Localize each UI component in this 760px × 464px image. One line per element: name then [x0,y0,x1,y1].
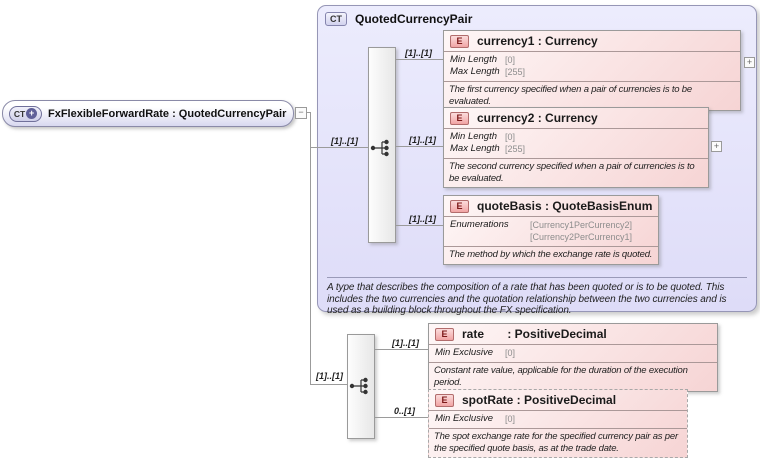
element-facets: Min Length [0] Max Length [255] [444,128,708,158]
complex-type-description: A type that describes the composition of… [327,277,747,317]
complex-type-plus-icon: CT + [9,105,42,122]
complex-type-title: QuotedCurrencyPair [355,12,473,26]
facet-value: [255] [505,67,526,77]
element-description: The method by which the exchange rate is… [444,246,658,264]
element-icon: E [450,34,469,48]
facet-value: [Currency2PerCurrency1] [530,232,633,242]
expand-toggle-currency1[interactable]: + [744,57,755,68]
facet-label: Min Exclusive [435,347,494,358]
element-header: E currency2 : Currency [444,108,708,128]
element-box-currency2[interactable]: E currency2 : Currency Min Length [0] Ma… [443,107,709,188]
connector-line [311,384,347,385]
element-header: E rate : PositiveDecimal [429,324,717,344]
complex-type-icon-label: CT [13,108,26,119]
cardinality-label-sequence2: [1]..[1] [316,371,343,381]
element-title: rate : PositiveDecimal [462,327,607,341]
cardinality-label-quotebasis: [1]..[1] [409,214,436,224]
element-header: E currency1 : Currency [444,31,740,51]
root-element-box[interactable]: CT + FxFlexibleForwardRate : QuotedCurre… [2,100,294,127]
collapse-toggle-root[interactable]: − [295,107,307,119]
facet-value: [0] [505,132,516,142]
facet-value: [255] [505,144,526,154]
facet-label: Enumerations [450,219,509,230]
connector-line [396,146,443,147]
element-header: E quoteBasis : QuoteBasisEnum [444,196,658,216]
element-box-spotrate[interactable]: E spotRate : PositiveDecimal Min Exclusi… [428,389,688,458]
element-title: quoteBasis : QuoteBasisEnum [477,199,653,213]
element-description: Constant rate value, applicable for the … [429,362,717,391]
element-facets: Min Exclusive [0] [429,410,687,428]
facet-value: [0] [505,414,516,424]
root-element-label: FxFlexibleForwardRate : QuotedCurrencyPa… [48,107,287,120]
sequence-icon [349,377,368,395]
element-icon: E [435,327,454,341]
element-title: spotRate : PositiveDecimal [462,393,617,407]
complex-type-header: CT QuotedCurrencyPair [318,6,756,26]
cardinality-label-spotrate: 0..[1] [394,406,416,416]
element-description: The spot exchange rate for the specified… [429,428,687,457]
element-facets: Enumerations [Currency1PerCurrency2] [Cu… [444,216,658,246]
connector-line [396,59,443,60]
element-description: The first currency specified when a pair… [444,81,740,110]
plus-badge-icon: + [26,108,38,119]
cardinality-label-currency2: [1]..[1] [409,135,436,145]
facet-label: Min Length [450,54,498,65]
complex-type-icon: CT [325,12,347,26]
facet-value: [0] [505,348,516,358]
facet-label: Max Length [450,143,500,154]
element-header: E spotRate : PositiveDecimal [429,390,687,410]
facet-label: Min Exclusive [435,413,494,424]
connector-line [307,112,311,113]
connector-line [375,349,428,350]
element-title: currency2 : Currency [477,111,598,125]
cardinality-label-sequence1: [1]..[1] [331,136,358,146]
element-title: currency1 : Currency [477,34,598,48]
cardinality-label-currency1: [1]..[1] [405,48,432,58]
connector-line [396,225,443,226]
cardinality-label-rate: [1]..[1] [392,338,419,348]
facet-label: Min Length [450,131,498,142]
element-box-currency1[interactable]: E currency1 : Currency Min Length [0] Ma… [443,30,741,111]
facet-value: [Currency1PerCurrency2] [530,220,633,230]
element-icon: E [450,199,469,213]
element-description: The second currency specified when a pai… [444,158,708,187]
connector-line [311,147,368,148]
element-box-rate[interactable]: E rate : PositiveDecimal Min Exclusive [… [428,323,718,392]
facet-value: [0] [505,55,516,65]
element-facets: Min Length [0] Max Length [255] [444,51,740,81]
element-box-quotebasis[interactable]: E quoteBasis : QuoteBasisEnum Enumeratio… [443,195,659,265]
expand-toggle-currency2[interactable]: + [711,141,722,152]
facet-label: Max Length [450,66,500,77]
sequence-icon [370,139,389,157]
connector-line [310,112,311,385]
element-icon: E [435,393,454,407]
element-icon: E [450,111,469,125]
element-facets: Min Exclusive [0] [429,344,717,362]
connector-line [375,417,428,418]
